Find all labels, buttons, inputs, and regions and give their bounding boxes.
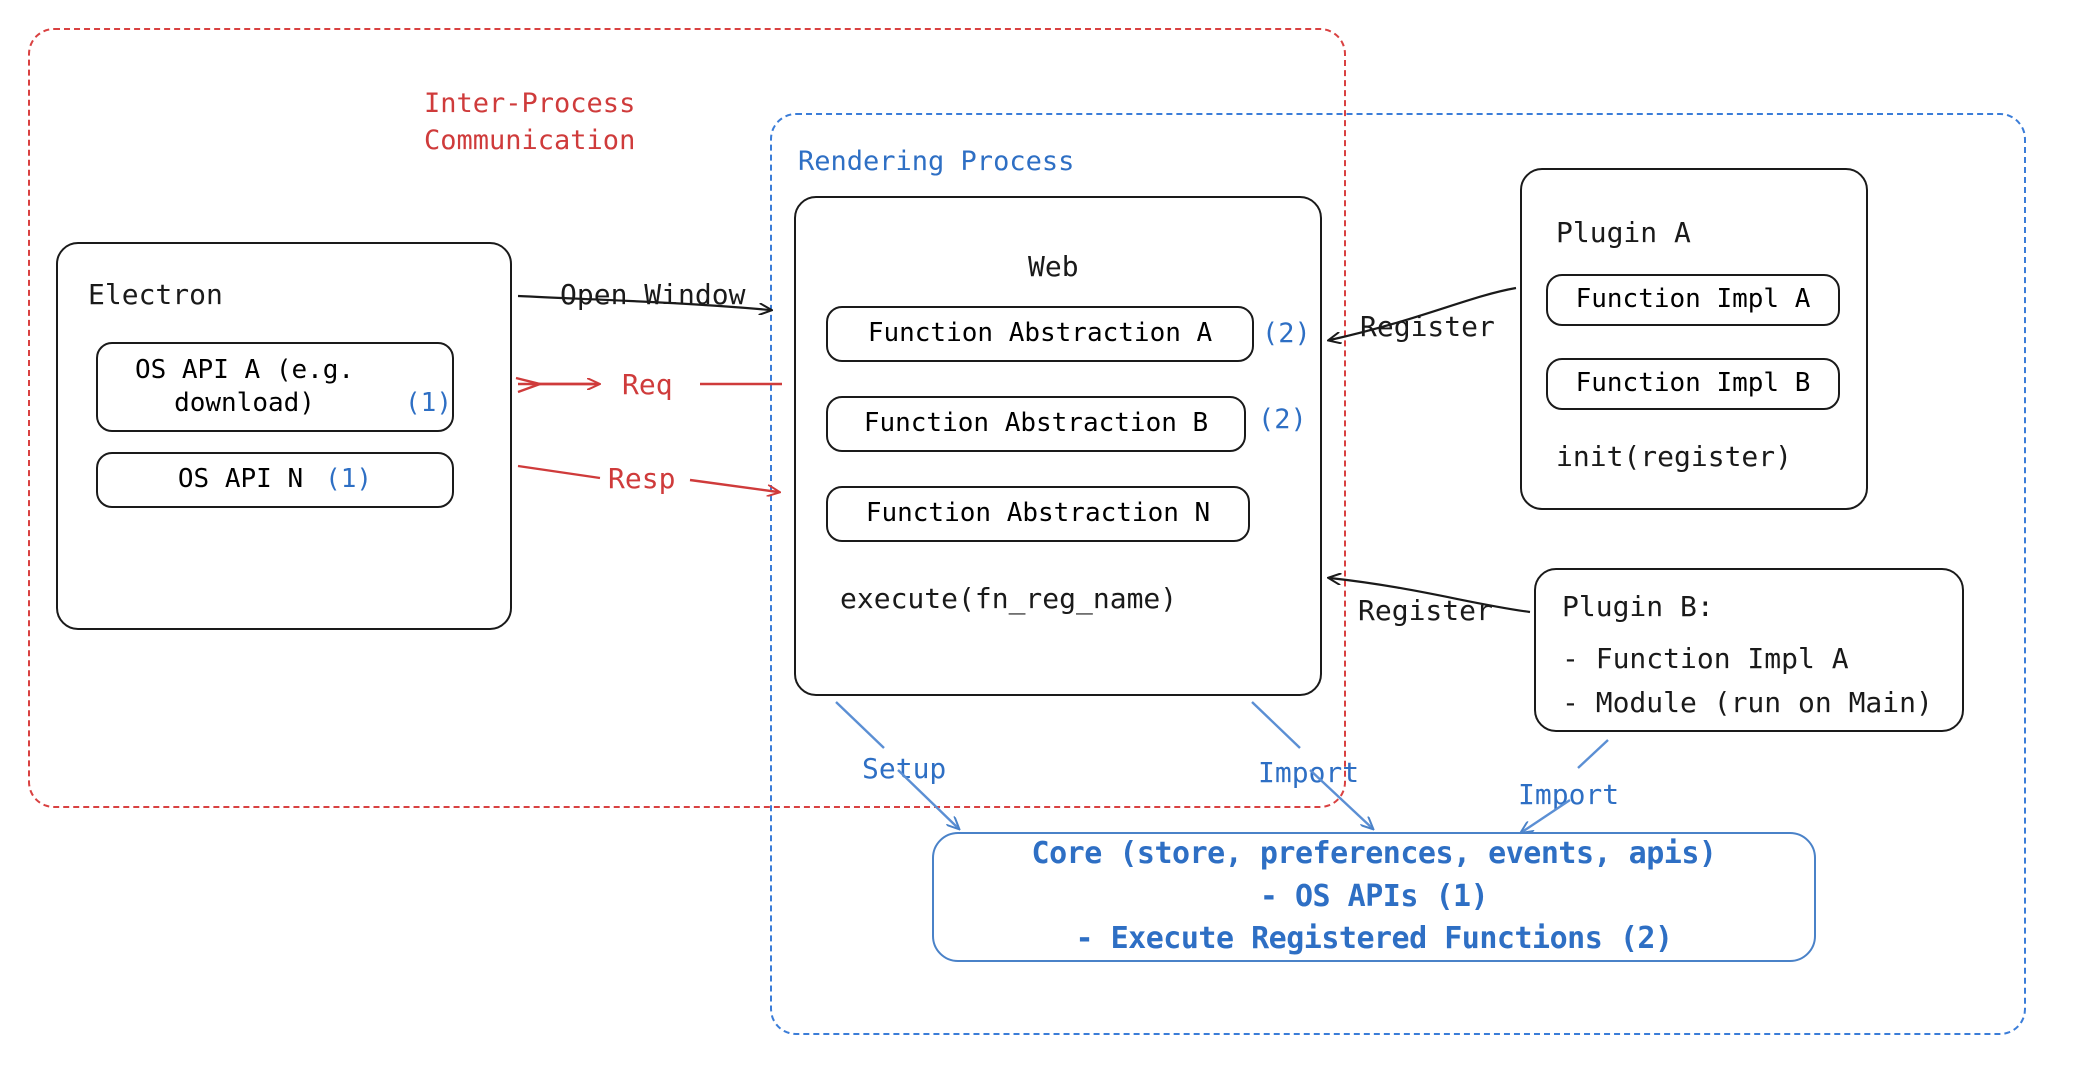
os-api-n-box[interactable]: OS API N (1) — [96, 452, 454, 508]
core-line-0: Core (store, preferences, events, apis) — [1031, 836, 1717, 872]
plugin-a-impl-a-box[interactable]: Function Impl A — [1546, 274, 1840, 326]
function-abstraction-b-marker: (2) — [1258, 404, 1307, 435]
region-label-ipc: Inter-Process Communication — [424, 88, 636, 157]
plugin-a-impl-b-label: Function Impl B — [1575, 368, 1811, 399]
arrow-label-resp: Resp — [608, 462, 676, 495]
os-api-a-box[interactable]: OS API A (e.g. download) (1) — [96, 342, 454, 432]
electron-title: Electron — [88, 278, 223, 311]
core-line-2: - Execute Registered Functions (2) — [1075, 921, 1673, 957]
function-abstraction-b-box[interactable]: Function Abstraction B — [826, 396, 1246, 452]
arrow-label-import-web: Import — [1258, 756, 1360, 789]
arrow-label-req: Req — [622, 368, 673, 401]
function-abstraction-a-box[interactable]: Function Abstraction A — [826, 306, 1254, 362]
web-execute-label: execute(fn_reg_name) — [840, 582, 1178, 615]
plugin-b-box — [1534, 568, 1964, 732]
function-abstraction-n-box[interactable]: Function Abstraction N — [826, 486, 1250, 542]
function-abstraction-a-marker: (2) — [1262, 318, 1311, 349]
plugin-a-box — [1520, 168, 1868, 510]
os-api-n-label: OS API N — [177, 464, 304, 495]
core-box: Core (store, preferences, events, apis) … — [932, 832, 1816, 962]
arrow-label-register-b: Register — [1358, 594, 1493, 627]
web-title: Web — [1028, 250, 1079, 283]
plugin-a-init-label: init(register) — [1556, 440, 1793, 473]
os-api-n-marker: (1) — [325, 464, 373, 495]
region-inter-process-communication — [28, 28, 1346, 808]
core-line-1: - OS APIs (1) — [1259, 878, 1489, 914]
plugin-b-title: Plugin B: — [1562, 590, 1714, 623]
function-abstraction-b-label: Function Abstraction B — [863, 408, 1209, 439]
region-label-rendering-process: Rendering Process — [798, 146, 1075, 177]
plugin-a-title: Plugin A — [1556, 216, 1691, 249]
plugin-a-impl-b-box[interactable]: Function Impl B — [1546, 358, 1840, 410]
arrow-label-import-plugin-b: Import — [1518, 778, 1620, 811]
plugin-a-impl-a-label: Function Impl A — [1575, 284, 1811, 315]
function-abstraction-n-label: Function Abstraction N — [865, 498, 1211, 529]
arrow-label-open-window: Open Window — [560, 278, 746, 311]
region-rendering-process — [770, 113, 2026, 1035]
os-api-a-marker: (1) — [405, 387, 452, 418]
plugin-b-item-0: - Function Impl A — [1562, 642, 1849, 675]
os-api-a-label: OS API A (e.g. download) — [134, 354, 355, 418]
plugin-b-item-1: - Module (run on Main) — [1562, 686, 1933, 719]
function-abstraction-a-label: Function Abstraction A — [867, 318, 1213, 349]
electron-box — [56, 242, 512, 630]
arrow-label-setup: Setup — [862, 752, 947, 785]
arrow-label-register-a: Register — [1360, 310, 1495, 343]
